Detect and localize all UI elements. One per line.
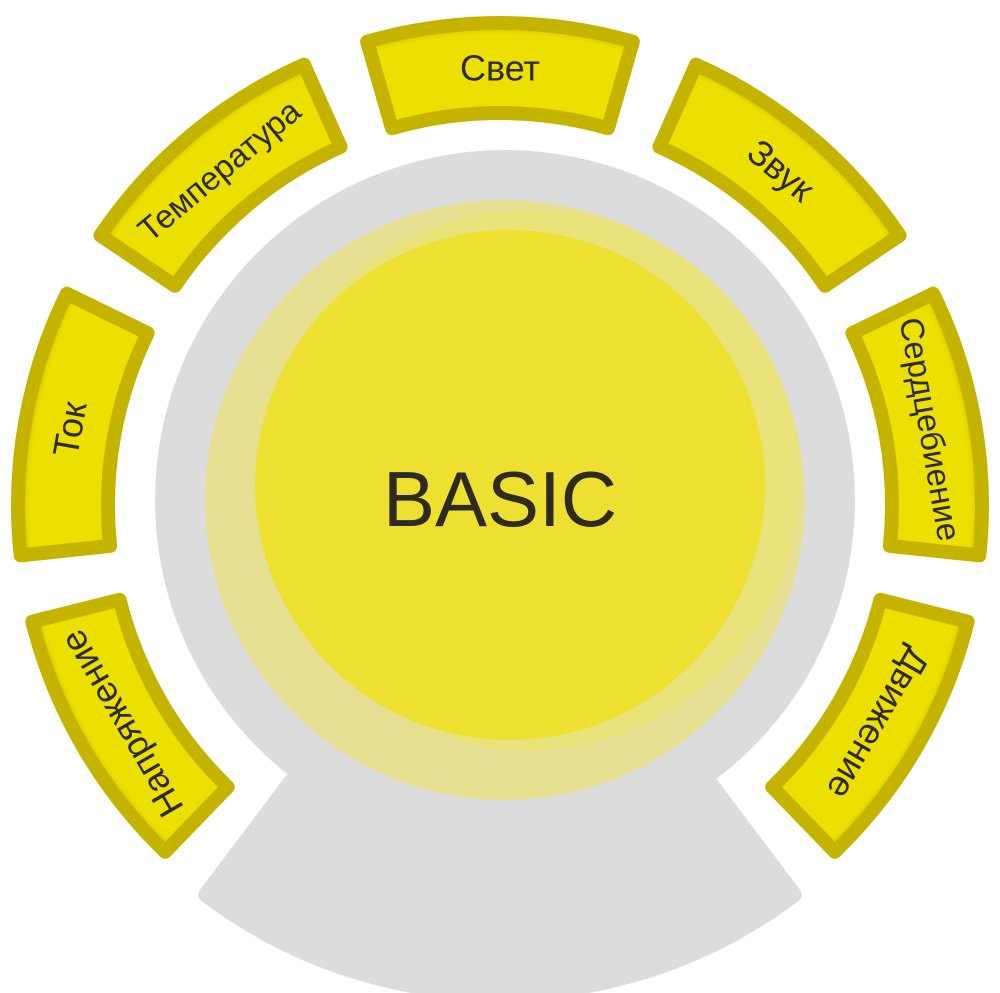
segment-6[interactable]: Ток: [11, 286, 155, 563]
segment-label: Ток: [45, 398, 95, 459]
segment-label: Свет: [460, 48, 540, 89]
gray-bottom-sector: [198, 736, 802, 993]
segment-shape[interactable]: [25, 592, 235, 859]
center-hub: BASIC: [205, 200, 805, 800]
segment-shape[interactable]: [360, 16, 640, 136]
segment-ring: СветЗвукСердцебиениеДвижениеНапряжениеТо…: [11, 16, 989, 859]
center-label: BASIC: [383, 455, 617, 543]
segment-shape[interactable]: [11, 286, 155, 563]
segment-3[interactable]: Сердцебиение: [845, 286, 989, 563]
segment-1[interactable]: Свет: [360, 16, 640, 136]
segment-shape[interactable]: [765, 592, 975, 859]
segment-shape[interactable]: [845, 286, 989, 563]
segment-2[interactable]: Звук: [652, 57, 907, 293]
hub-circle: [255, 230, 765, 740]
segment-shape[interactable]: [652, 57, 907, 293]
segment-shape[interactable]: [93, 57, 348, 293]
